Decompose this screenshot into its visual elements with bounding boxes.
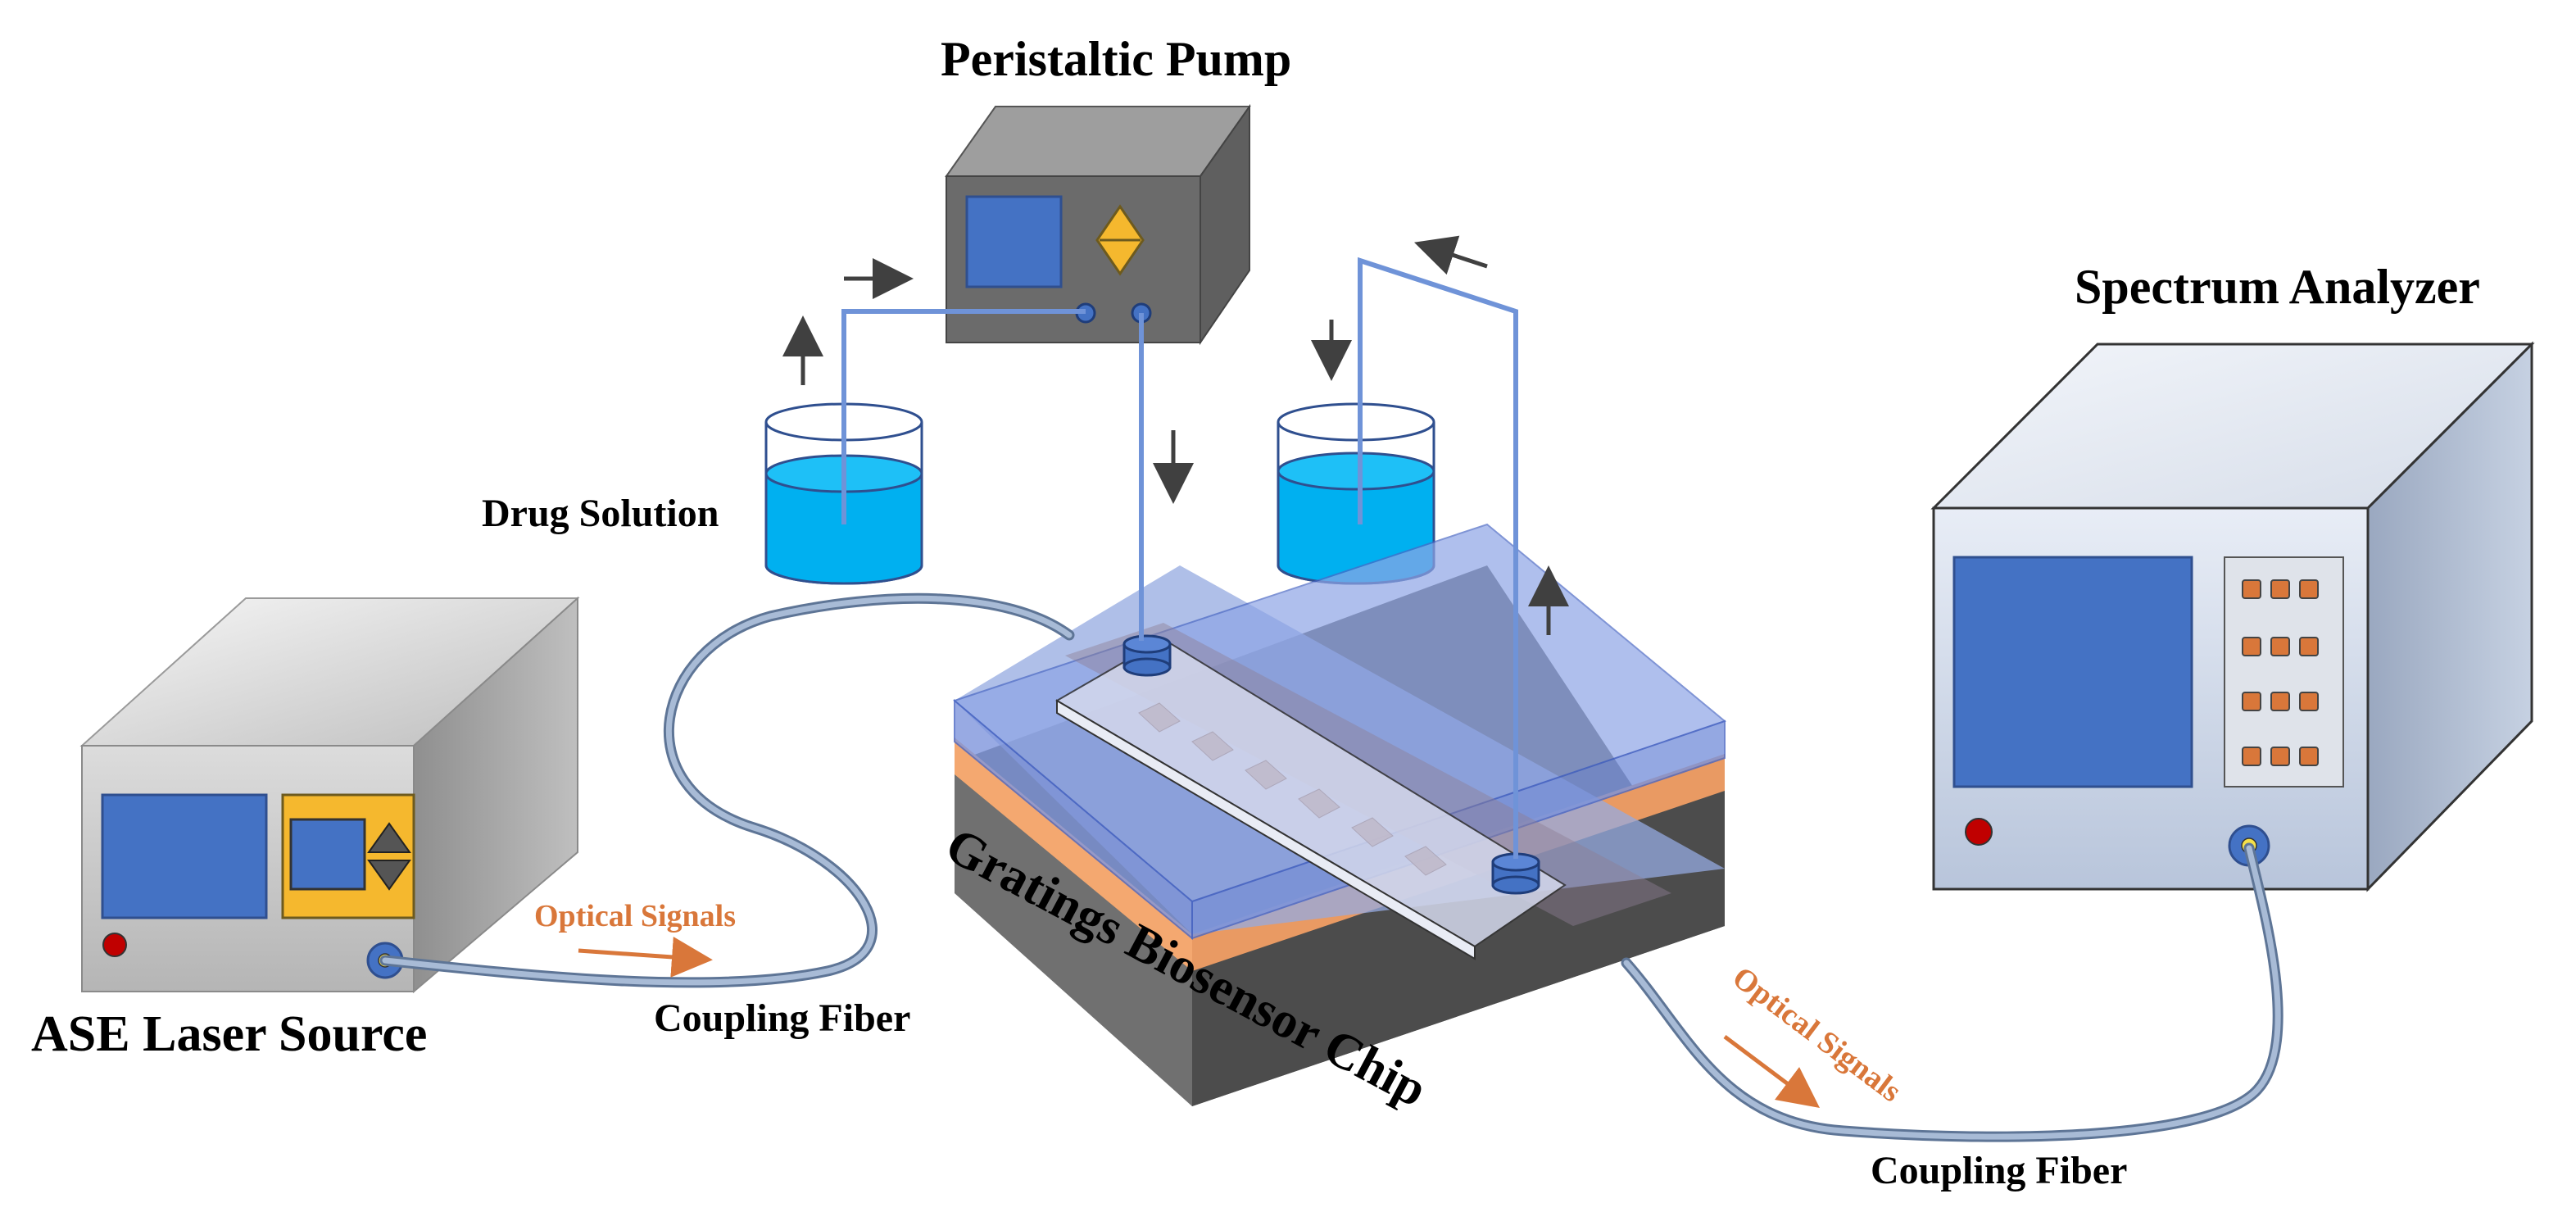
optical-signal-arrow-right — [1723, 1035, 1820, 1108]
analyzer-keypad-buttons[interactable] — [2242, 579, 2319, 766]
peristaltic-pump-label: Peristaltic Pump — [941, 32, 1291, 86]
laser-display-screen — [101, 793, 268, 919]
coupling-fiber-left-label: Coupling Fiber — [654, 996, 910, 1040]
chip-outlet-connector — [1491, 852, 1540, 895]
laser-power-indicator[interactable] — [102, 933, 127, 957]
ase-laser-source — [79, 596, 580, 994]
grating-teeth — [1138, 702, 1447, 876]
tube-chip-to-waste — [1358, 256, 1518, 859]
down-arrow-icon[interactable] — [367, 860, 411, 891]
pump-display-screen — [965, 195, 1063, 288]
peristaltic-pump — [945, 103, 1251, 346]
up-arrow-icon[interactable] — [367, 822, 411, 853]
drug-solution-beaker — [764, 402, 923, 585]
optical-signals-left-label: Optical Signals — [534, 899, 736, 933]
spectrum-analyzer — [1930, 341, 2535, 892]
flow-direction-arrows — [782, 235, 1569, 635]
analyzer-display-screen — [1952, 556, 2193, 788]
ase-laser-source-label: ASE Laser Source — [31, 1006, 427, 1062]
fluid-tubing — [841, 256, 1518, 859]
drug-solution-label: Drug Solution — [482, 492, 719, 535]
laser-control-panel[interactable] — [281, 793, 415, 919]
spectrum-analyzer-label: Spectrum Analyzer — [2075, 260, 2480, 314]
coupling-fiber-right-label: Coupling Fiber — [1871, 1149, 2127, 1192]
flow-arrow-left-top — [1413, 235, 1488, 275]
gratings-biosensor-chip — [952, 523, 1727, 1106]
optical-signals-right-label: Optical Signals — [1726, 960, 1908, 1110]
optical-signal-arrow-left — [578, 936, 713, 978]
chip-inlet-connector — [1122, 634, 1172, 677]
analyzer-power-indicator[interactable] — [1965, 818, 1993, 846]
tube-beaker-to-pump — [841, 309, 1086, 524]
